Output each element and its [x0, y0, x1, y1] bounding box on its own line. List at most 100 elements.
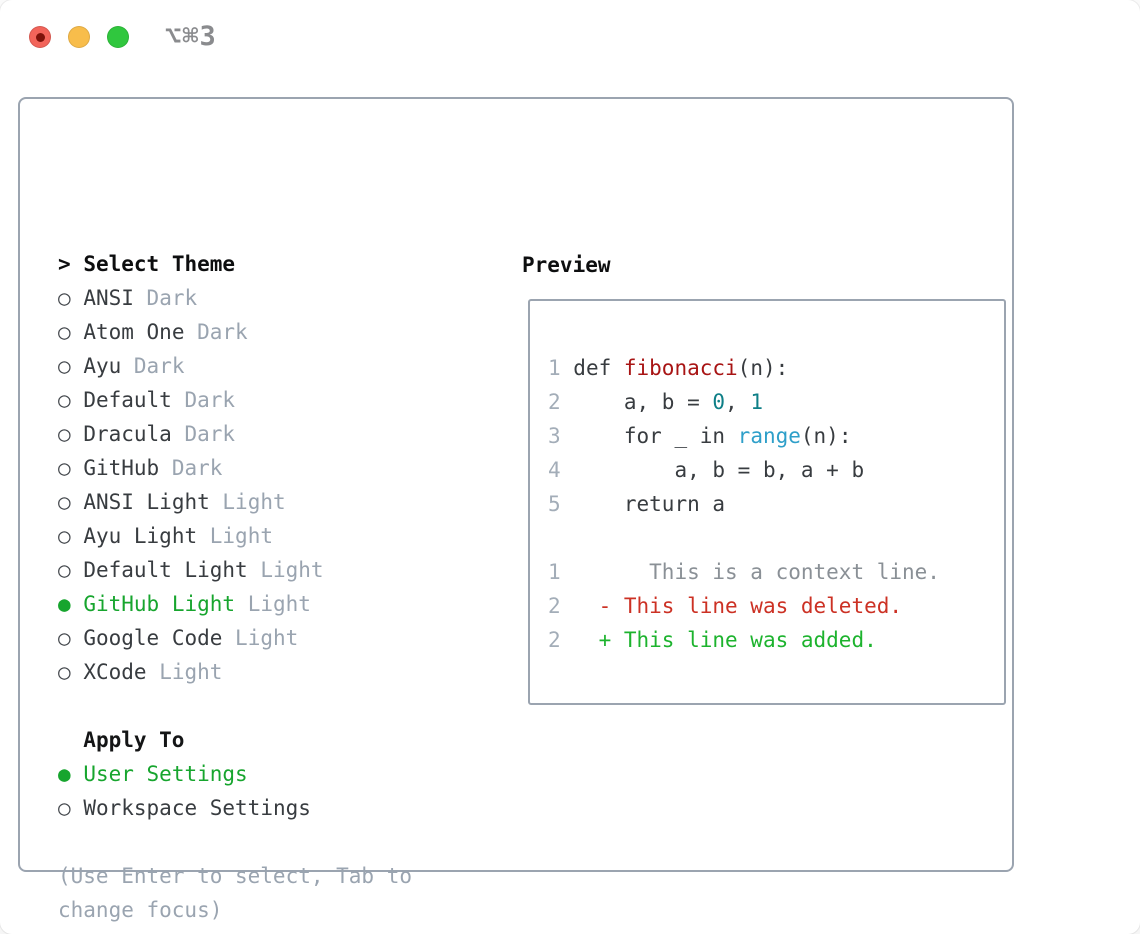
- line-number: 1: [548, 560, 574, 584]
- theme-option[interactable]: ○ Default Dark: [58, 383, 412, 417]
- help-line-2: change focus): [58, 898, 223, 922]
- code-token: 1: [750, 390, 763, 414]
- close-button[interactable]: [29, 26, 51, 48]
- theme-name: Ayu: [83, 354, 122, 378]
- code-token: ,: [725, 390, 751, 414]
- apply-to-list: ● User Settings○ Workspace Settings: [58, 757, 412, 825]
- radio-icon: ○: [58, 660, 71, 684]
- theme-list: ○ ANSI Dark○ Atom One Dark○ Ayu Dark○ De…: [58, 281, 412, 689]
- code-line: 1 This is a context line.: [548, 555, 940, 589]
- code-line: 3 for _ in range(n):: [548, 419, 940, 453]
- theme-name: GitHub Light: [83, 592, 236, 616]
- theme-option[interactable]: ○ Atom One Dark: [58, 315, 412, 349]
- theme-variant: Light: [260, 558, 324, 582]
- theme-name: Google Code: [83, 626, 223, 650]
- code-token: This is a context line.: [573, 560, 940, 584]
- line-number: 2: [548, 628, 574, 652]
- theme-option[interactable]: ○ Dracula Dark: [58, 417, 412, 451]
- radio-icon: ○: [58, 558, 71, 582]
- theme-name: ANSI: [83, 286, 134, 310]
- code-token: + This line was added.: [598, 628, 877, 652]
- code-token: (n):: [800, 424, 852, 448]
- minimize-button[interactable]: [68, 26, 90, 48]
- theme-name: ANSI Light: [83, 490, 210, 514]
- help-line-1: (Use Enter to select, Tab to: [58, 864, 413, 888]
- select-theme-header: > Select Theme: [58, 247, 412, 281]
- radio-icon: ○: [58, 456, 71, 480]
- theme-variant: Light: [247, 592, 311, 616]
- theme-variant: Dark: [197, 320, 248, 344]
- theme-variant: Light: [209, 524, 273, 548]
- theme-option[interactable]: ○ Google Code Light: [58, 621, 412, 655]
- theme-option[interactable]: ○ Ayu Dark: [58, 349, 412, 383]
- apply-to-header: Apply To: [83, 728, 185, 752]
- code-token: [573, 628, 598, 652]
- radio-icon: ○: [58, 490, 71, 514]
- code-token: return a: [573, 492, 726, 516]
- line-number: 1: [548, 356, 574, 380]
- code-line: 2 a, b = 0, 1: [548, 385, 940, 419]
- select-theme-label: Select Theme: [83, 252, 236, 276]
- line-number: 2: [548, 594, 574, 618]
- theme-picker-panel: > Select Theme ○ ANSI Dark○ Atom One Dar…: [18, 97, 1014, 922]
- radio-icon: ○: [58, 422, 71, 446]
- line-number: 4: [548, 458, 574, 482]
- line-number: 5: [548, 492, 574, 516]
- help-text: (Use Enter to select, Tab to change focu…: [58, 859, 412, 927]
- code-token: a, b =: [573, 390, 713, 414]
- apply-to-label: Workspace Settings: [83, 796, 311, 820]
- theme-option[interactable]: ● GitHub Light Light: [58, 587, 412, 621]
- theme-variant: Dark: [171, 456, 223, 480]
- code-line: 1 def fibonacci(n):: [548, 351, 940, 385]
- theme-variant: Light: [222, 490, 286, 514]
- line-number: 2: [548, 390, 574, 414]
- theme-option[interactable]: ○ XCode Light: [58, 655, 412, 689]
- radio-icon: ○: [58, 286, 71, 310]
- theme-variant: Light: [235, 626, 299, 650]
- theme-option[interactable]: ○ ANSI Light Light: [58, 485, 412, 519]
- focus-caret-icon: >: [58, 252, 71, 276]
- code-token: - This line was deleted.: [598, 594, 903, 618]
- code-token: for _ in: [573, 424, 738, 448]
- theme-name: Dracula: [83, 422, 172, 446]
- theme-variant: Dark: [184, 422, 236, 446]
- line-number: 3: [548, 424, 574, 448]
- code-token: range: [737, 424, 801, 448]
- code-token: (n):: [737, 356, 789, 380]
- theme-name: GitHub: [83, 456, 160, 480]
- apply-to-label: User Settings: [83, 762, 248, 786]
- code-line: [548, 521, 940, 555]
- code-token: [573, 594, 598, 618]
- theme-name: Atom One: [83, 320, 185, 344]
- code-line: 2 + This line was added.: [548, 623, 940, 657]
- theme-option[interactable]: ○ GitHub Dark: [58, 451, 412, 485]
- radio-icon: ○: [58, 524, 71, 548]
- theme-name: Default: [83, 388, 172, 412]
- code-token: fibonacci: [623, 356, 738, 380]
- theme-variant: Dark: [184, 388, 236, 412]
- radio-selected-icon: ●: [58, 762, 71, 786]
- zoom-button[interactable]: [107, 26, 129, 48]
- apply-to-option[interactable]: ○ Workspace Settings: [58, 791, 412, 825]
- theme-name: XCode: [83, 660, 147, 684]
- theme-name: Default Light: [83, 558, 248, 582]
- theme-option[interactable]: ○ ANSI Dark: [58, 281, 412, 315]
- radio-icon: ○: [58, 626, 71, 650]
- left-pane: > Select Theme ○ ANSI Dark○ Atom One Dar…: [58, 247, 412, 927]
- theme-variant: Light: [159, 660, 223, 684]
- preview-header: Preview: [522, 253, 611, 277]
- radio-icon: ○: [58, 796, 71, 820]
- code-token: def: [573, 356, 624, 380]
- theme-variant: Dark: [133, 354, 185, 378]
- window-title: ⌥⌘3: [165, 21, 217, 52]
- theme-variant: Dark: [146, 286, 198, 310]
- code-line: 5 return a: [548, 487, 940, 521]
- radio-icon: ○: [58, 354, 71, 378]
- apply-to-option[interactable]: ● User Settings: [58, 757, 412, 791]
- theme-option[interactable]: ○ Default Light Light: [58, 553, 412, 587]
- theme-option[interactable]: ○ Ayu Light Light: [58, 519, 412, 553]
- code-token: a, b = b, a + b: [573, 458, 865, 482]
- code-line: 4 a, b = b, a + b: [548, 453, 940, 487]
